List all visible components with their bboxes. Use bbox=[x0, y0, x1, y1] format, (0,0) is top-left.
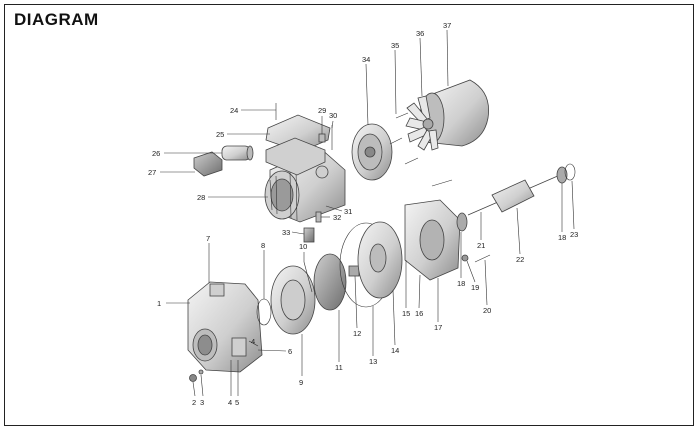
label-36: 36 bbox=[416, 29, 424, 38]
shield-bolt-b bbox=[404, 157, 419, 165]
label-2: 2 bbox=[192, 398, 196, 407]
label-34: 34 bbox=[362, 55, 370, 64]
label-16: 16 bbox=[415, 309, 423, 318]
drain-plug bbox=[189, 374, 197, 382]
label-24: 24 bbox=[230, 106, 238, 115]
terminal-box-base bbox=[265, 137, 326, 176]
label-32: 32 bbox=[333, 213, 341, 222]
label-10: 10 bbox=[299, 242, 307, 251]
label-30: 30 bbox=[329, 111, 337, 120]
drain-washer bbox=[198, 369, 204, 375]
label-7: 7 bbox=[206, 234, 210, 243]
label-23: 23 bbox=[570, 230, 578, 239]
label-18-rear: 18 bbox=[558, 233, 566, 242]
cable-gland bbox=[318, 133, 326, 143]
switch-block bbox=[303, 227, 315, 243]
diagram-frame bbox=[4, 4, 694, 426]
pump-housing bbox=[187, 281, 263, 373]
ejector-tube bbox=[303, 261, 313, 293]
label-15: 15 bbox=[402, 309, 410, 318]
label-28: 28 bbox=[197, 193, 205, 202]
pump-cover bbox=[357, 221, 403, 299]
washer bbox=[461, 254, 469, 262]
label-4-lower: 4 bbox=[228, 398, 232, 407]
label-35: 35 bbox=[391, 41, 399, 50]
label-11: 11 bbox=[335, 363, 343, 372]
label-17: 17 bbox=[434, 323, 442, 332]
label-1: 1 bbox=[157, 299, 161, 308]
label-37: 37 bbox=[443, 21, 451, 30]
label-26: 26 bbox=[152, 149, 160, 158]
shield-bolt-a bbox=[389, 137, 403, 145]
label-3: 3 bbox=[200, 398, 204, 407]
fan-screw bbox=[395, 112, 409, 119]
leader-lines bbox=[160, 29, 575, 397]
terminal-block bbox=[193, 151, 223, 177]
front-bearing bbox=[456, 212, 468, 232]
bracket-bolt bbox=[431, 179, 453, 187]
circlip bbox=[564, 163, 576, 181]
label-22: 22 bbox=[516, 255, 524, 264]
label-25: 25 bbox=[216, 130, 224, 139]
mechanical-seal bbox=[348, 265, 360, 277]
rear-end-shield bbox=[351, 123, 393, 181]
capacitor bbox=[221, 145, 254, 161]
label-27: 27 bbox=[148, 168, 156, 177]
part-labels: 1 2 3 4 4 5 6 7 8 9 10 11 12 13 14 15 16… bbox=[148, 21, 578, 407]
label-13: 13 bbox=[369, 357, 377, 366]
rotor-shaft bbox=[467, 174, 561, 216]
label-29: 29 bbox=[318, 106, 326, 115]
front-bracket bbox=[404, 199, 461, 281]
fan bbox=[405, 95, 439, 151]
label-18-front: 18 bbox=[457, 279, 465, 288]
label-5: 5 bbox=[235, 398, 239, 407]
label-19: 19 bbox=[471, 283, 479, 292]
label-9: 9 bbox=[299, 378, 303, 387]
label-14: 14 bbox=[391, 346, 399, 355]
bracket-screw bbox=[474, 254, 491, 263]
diffuser bbox=[270, 265, 316, 335]
label-4-upper: 4 bbox=[251, 337, 255, 346]
label-8: 8 bbox=[261, 241, 265, 250]
terminal-box-cover bbox=[265, 114, 331, 153]
label-12: 12 bbox=[353, 329, 361, 338]
switch-part bbox=[315, 211, 322, 223]
label-33: 33 bbox=[282, 228, 290, 237]
label-21: 21 bbox=[477, 241, 485, 250]
label-31: 31 bbox=[344, 207, 352, 216]
impeller bbox=[313, 253, 347, 311]
diagram-title: DIAGRAM bbox=[14, 10, 99, 29]
label-6: 6 bbox=[288, 347, 292, 356]
label-20: 20 bbox=[483, 306, 491, 315]
